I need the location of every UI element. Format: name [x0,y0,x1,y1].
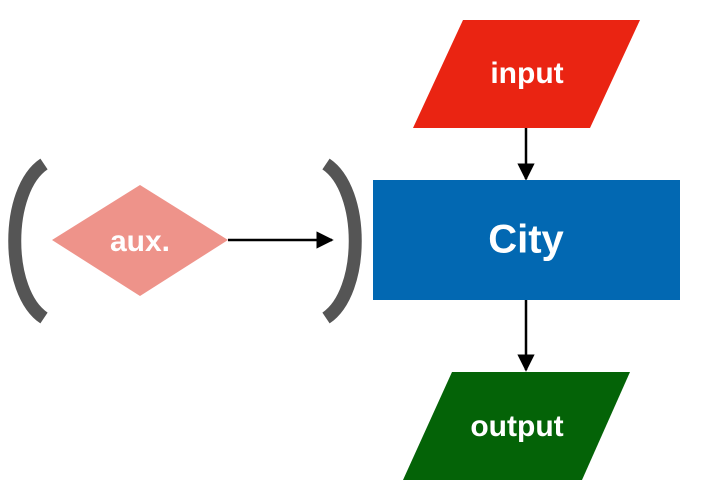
input-node: input [413,20,640,128]
output-node: output [403,372,630,480]
input-shape [413,20,640,128]
aux-shape [52,185,228,296]
city-shape [373,180,680,300]
aux-node: aux. [52,185,228,296]
left-parenthesis [8,158,49,324]
aux-label: aux. [110,225,170,258]
input-label: input [490,57,563,90]
city-node: City [373,180,680,300]
city-label: City [488,218,564,262]
right-parenthesis [321,158,362,324]
output-label: output [470,410,563,443]
output-shape [403,372,630,480]
